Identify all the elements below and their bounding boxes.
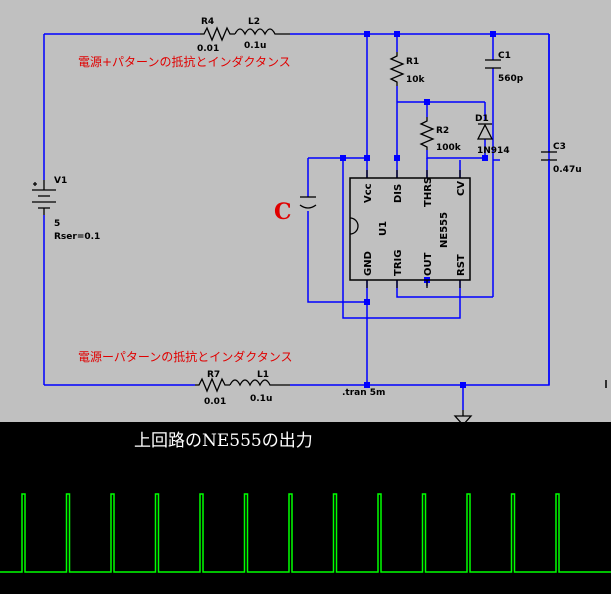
waveform-panel: 上回路のNE555の出力 <box>0 422 611 594</box>
c3-value: 0.47u <box>553 165 582 175</box>
v1-value: 5 <box>54 219 60 229</box>
resistor-r7[interactable] <box>195 377 230 393</box>
inductor-l1[interactable] <box>229 379 290 387</box>
d1-value: 1N914 <box>477 146 510 156</box>
l1-value: 0.1u <box>250 394 272 404</box>
pin-thrs: THRS <box>423 177 434 207</box>
u1-name: U1 <box>378 221 389 236</box>
note-power-minus: 電源ーパターンの抵抗とインダクタンス <box>78 349 293 364</box>
diode-d1[interactable] <box>476 123 494 140</box>
r4-name: R4 <box>201 17 214 27</box>
v1-name: V1 <box>54 176 67 186</box>
v1-rser: Rser=0.1 <box>54 232 100 242</box>
c-label: C <box>274 199 292 225</box>
note-power-plus: 電源+パターンの抵抗とインダクタンス <box>78 54 291 69</box>
c1-name: C1 <box>498 51 511 61</box>
capacitor-c[interactable] <box>299 196 317 209</box>
ic-ne555[interactable] <box>349 170 471 288</box>
pin-trig: TRIG <box>393 250 404 276</box>
resistor-r1[interactable] <box>389 52 405 86</box>
pin-vcc: Vcc <box>363 183 374 203</box>
r7-name: R7 <box>207 370 220 380</box>
schematic-canvas[interactable]: R4 0.01 L2 0.1u R1 10k C1 560p R2 100k D… <box>0 0 611 422</box>
pin-cv: CV <box>456 181 467 196</box>
r1-name: R1 <box>406 57 419 67</box>
inductor-l2[interactable] <box>234 28 290 36</box>
pin-out: OUT <box>423 252 434 276</box>
d1-name: D1 <box>475 114 489 124</box>
pin-rst: RST <box>456 254 467 276</box>
ground-symbol <box>453 410 473 422</box>
c3-name: C3 <box>553 142 566 152</box>
c1-value: 560p <box>498 74 524 84</box>
u1-part: NE555 <box>439 212 450 248</box>
square-wave-path <box>0 493 611 573</box>
r2-name: R2 <box>436 126 449 136</box>
r7-value: 0.01 <box>204 397 226 407</box>
pin-gnd: GND <box>363 251 374 276</box>
output-trace <box>0 493 611 573</box>
spice-directive: .tran 5m <box>342 388 385 398</box>
pin-dis: DIS <box>393 184 404 203</box>
capacitor-c1[interactable] <box>485 59 501 69</box>
waveform-title: 上回路のNE555の出力 <box>134 431 313 451</box>
voltage-source-v1[interactable] <box>32 180 56 215</box>
resistor-r2[interactable] <box>419 117 435 150</box>
r2-value: 100k <box>436 143 462 153</box>
l2-name: L2 <box>248 17 260 27</box>
r1-value: 10k <box>406 75 426 85</box>
l1-name: L1 <box>257 370 269 380</box>
l2-value: 0.1u <box>244 41 266 51</box>
resistor-r4[interactable] <box>200 26 235 42</box>
r4-value: 0.01 <box>197 44 219 54</box>
